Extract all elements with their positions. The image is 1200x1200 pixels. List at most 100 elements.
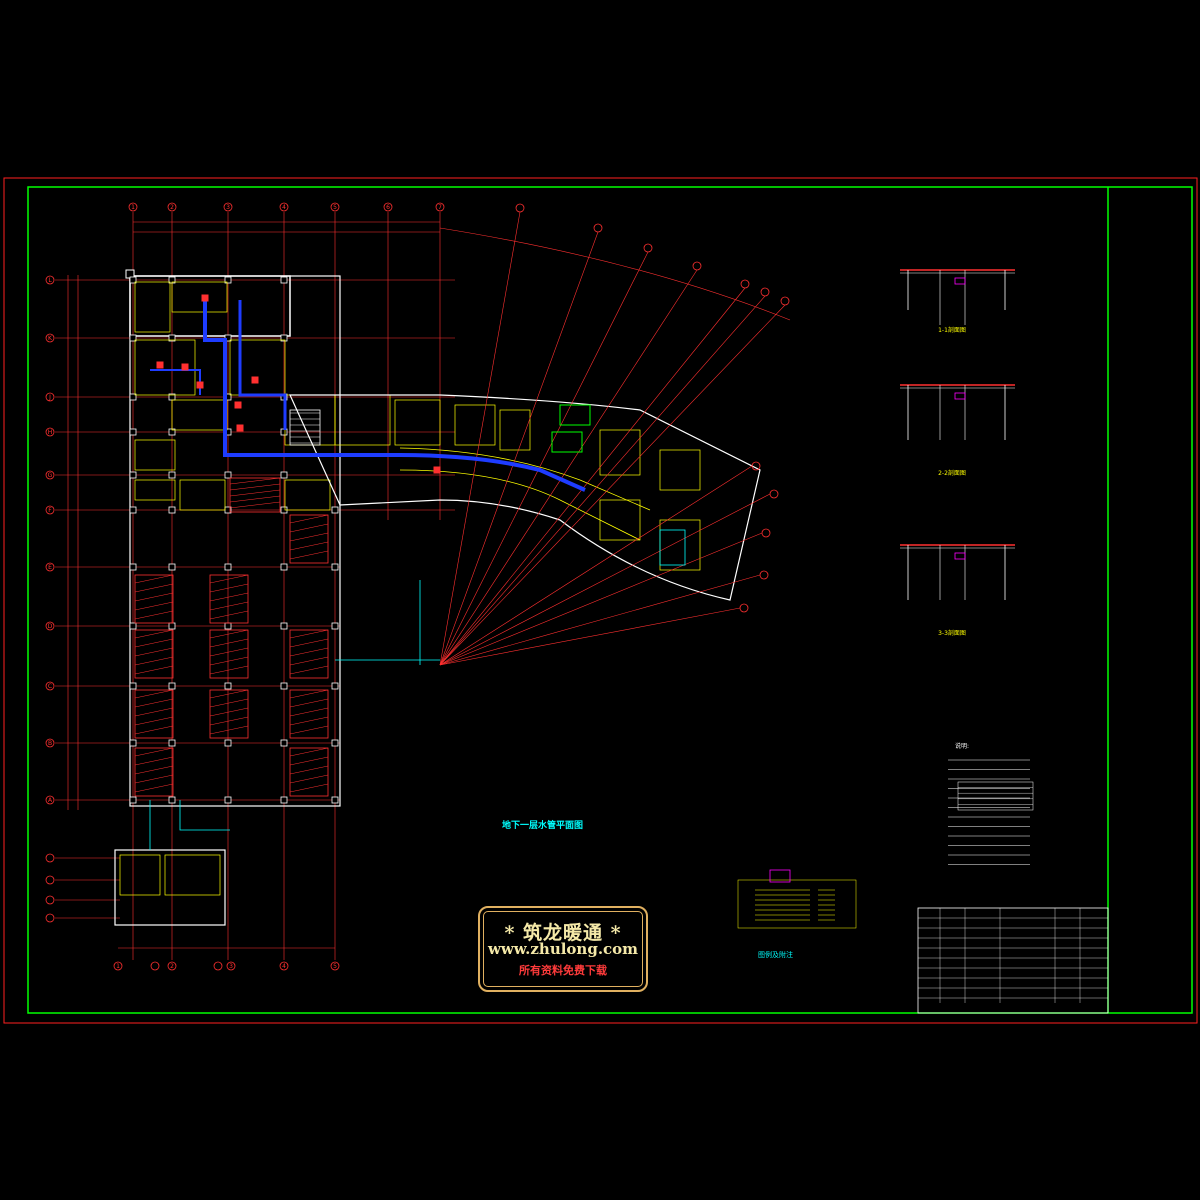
parking-hatch [209,638,249,648]
parking-hatch [134,689,174,699]
inner-frame [27,186,1193,1014]
section-pipe [954,392,966,400]
section-title: 2-2剖面图 [938,469,966,477]
parking-hatch [134,698,174,708]
ramp-hatch [229,477,281,485]
parking-hatch [289,756,329,766]
column [280,796,288,804]
wing-corridor-line [399,447,651,511]
grid-label-bottom: 5 [333,963,337,970]
column [168,334,176,342]
parking-bay [289,689,329,739]
column [224,622,232,630]
curved-wing [289,394,761,601]
parking-hatch [289,647,329,657]
wing-room [599,499,641,541]
radial-bubble [751,461,761,471]
column [331,506,339,514]
grid-bubble-top [128,202,138,212]
parking-hatch [209,656,249,666]
column [168,506,176,514]
legend-frame [737,879,857,929]
parking-hatch [209,647,249,657]
radial-axis [439,231,599,666]
grid-bubble-top [167,202,177,212]
wall-block-north [129,275,291,337]
grid-bubble-left [45,795,55,805]
annex-room [119,854,161,896]
column [129,393,137,401]
column [224,796,232,804]
column [280,739,288,747]
grid-bubble-left [45,895,55,905]
radial-axis [439,304,786,666]
parking-bay [209,689,249,739]
parking-hatch [209,574,249,584]
column [129,622,137,630]
title-block [917,907,1109,1014]
grid-bubble-left [45,505,55,515]
parking-hatch [289,514,329,524]
radial-bubble [593,223,603,233]
title-block-frame [917,907,1109,1014]
radial-axis [439,251,649,666]
room [334,394,391,446]
column [168,682,176,690]
grid-bubble-bottom [113,961,123,971]
parking-hatch [209,689,249,699]
parking-hatch [134,647,174,657]
column [331,682,339,690]
column [224,682,232,690]
radial-bubble [780,296,790,306]
radial-axis [439,532,763,666]
parking-bay [134,689,174,739]
grid-label-left: D [48,623,53,630]
column [331,563,339,571]
parking-hatch [289,665,329,675]
parking-hatch [209,610,249,620]
parking-hatch [209,698,249,708]
annex-outline [114,849,226,926]
legend-symbol [769,869,791,883]
arc-dimension [439,227,791,321]
grid-label-left: H [48,429,53,436]
grid-label-left: G [48,472,53,479]
parking-hatch [289,523,329,533]
grid-label-left: B [48,740,52,747]
grid-label-top: 3 [226,204,230,211]
column [224,471,232,479]
column [224,739,232,747]
parking-bay [209,574,249,624]
section-title: 3-3剖面图 [938,629,966,637]
room [229,339,286,396]
parking-bay [289,514,329,564]
room [134,479,176,501]
grid-bubble-left [45,875,55,885]
room [284,479,331,511]
grid-label-top: 4 [282,204,286,211]
grid-bubble-top [435,202,445,212]
column [331,739,339,747]
wing-room [454,404,496,446]
legend-block [737,869,857,929]
grid-bubble-top [279,202,289,212]
column [331,622,339,630]
grid-bubble-bottom [330,961,340,971]
wing-corridor-line-2 [399,469,641,541]
grid-bubble-left [45,621,55,631]
grid-bubble-left [45,427,55,437]
parking-hatch [134,707,174,717]
grid-bubble-left [45,913,55,923]
grid-bubble-bottom [150,961,160,971]
parking-hatch [209,725,249,735]
parking-hatch [289,716,329,726]
annex-pipe [149,800,230,850]
valve-marker [196,381,204,389]
grid-bubble-bottom [167,961,177,971]
parking-hatch [134,756,174,766]
column [331,796,339,804]
column [129,276,137,284]
parking-hatch [289,725,329,735]
